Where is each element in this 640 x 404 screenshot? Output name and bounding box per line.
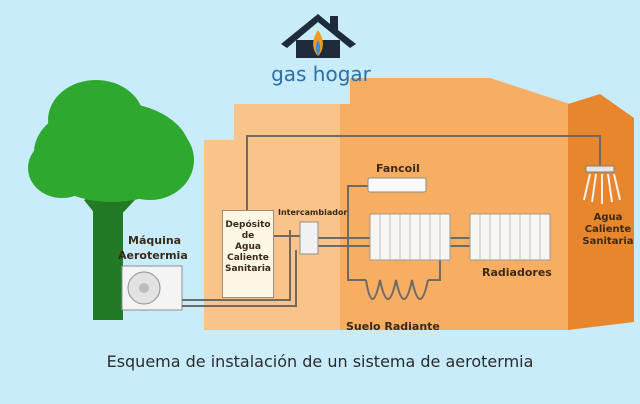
radiator-left	[369, 213, 451, 261]
brand-logo-text: gas hogar	[271, 62, 371, 86]
radiadores-label: Radiadores	[482, 266, 552, 279]
maquina-label: Máquina	[128, 234, 182, 247]
house-right-wall	[568, 94, 634, 330]
suelo-radiante-label: Suelo Radiante	[346, 320, 440, 333]
tree-crown	[106, 120, 194, 200]
fancoil-label: Fancoil	[376, 162, 420, 175]
aerotermia-label: Aerotermia	[118, 249, 188, 262]
intercambiador-box	[299, 221, 319, 255]
radiator-right	[469, 213, 551, 261]
heat-pump-fan-hub	[139, 283, 149, 293]
tree-branch	[84, 196, 112, 230]
deposito-tank	[222, 210, 274, 298]
deposito-label: Depósito de Agua Caliente Sanitaria	[224, 220, 272, 274]
agua-caliente-label: Agua Caliente Sanitaria	[582, 212, 634, 247]
tree-crown	[28, 138, 96, 198]
intercambiador-label: Intercambiador	[278, 208, 348, 217]
house-main-body	[340, 78, 570, 330]
diagram-caption: Esquema de instalación de un sistema de …	[106, 352, 534, 371]
tree-trunk	[93, 180, 123, 320]
gas-hogar-logo-icon	[281, 14, 356, 58]
shower-icon	[583, 165, 621, 204]
fancoil-unit	[367, 177, 427, 193]
